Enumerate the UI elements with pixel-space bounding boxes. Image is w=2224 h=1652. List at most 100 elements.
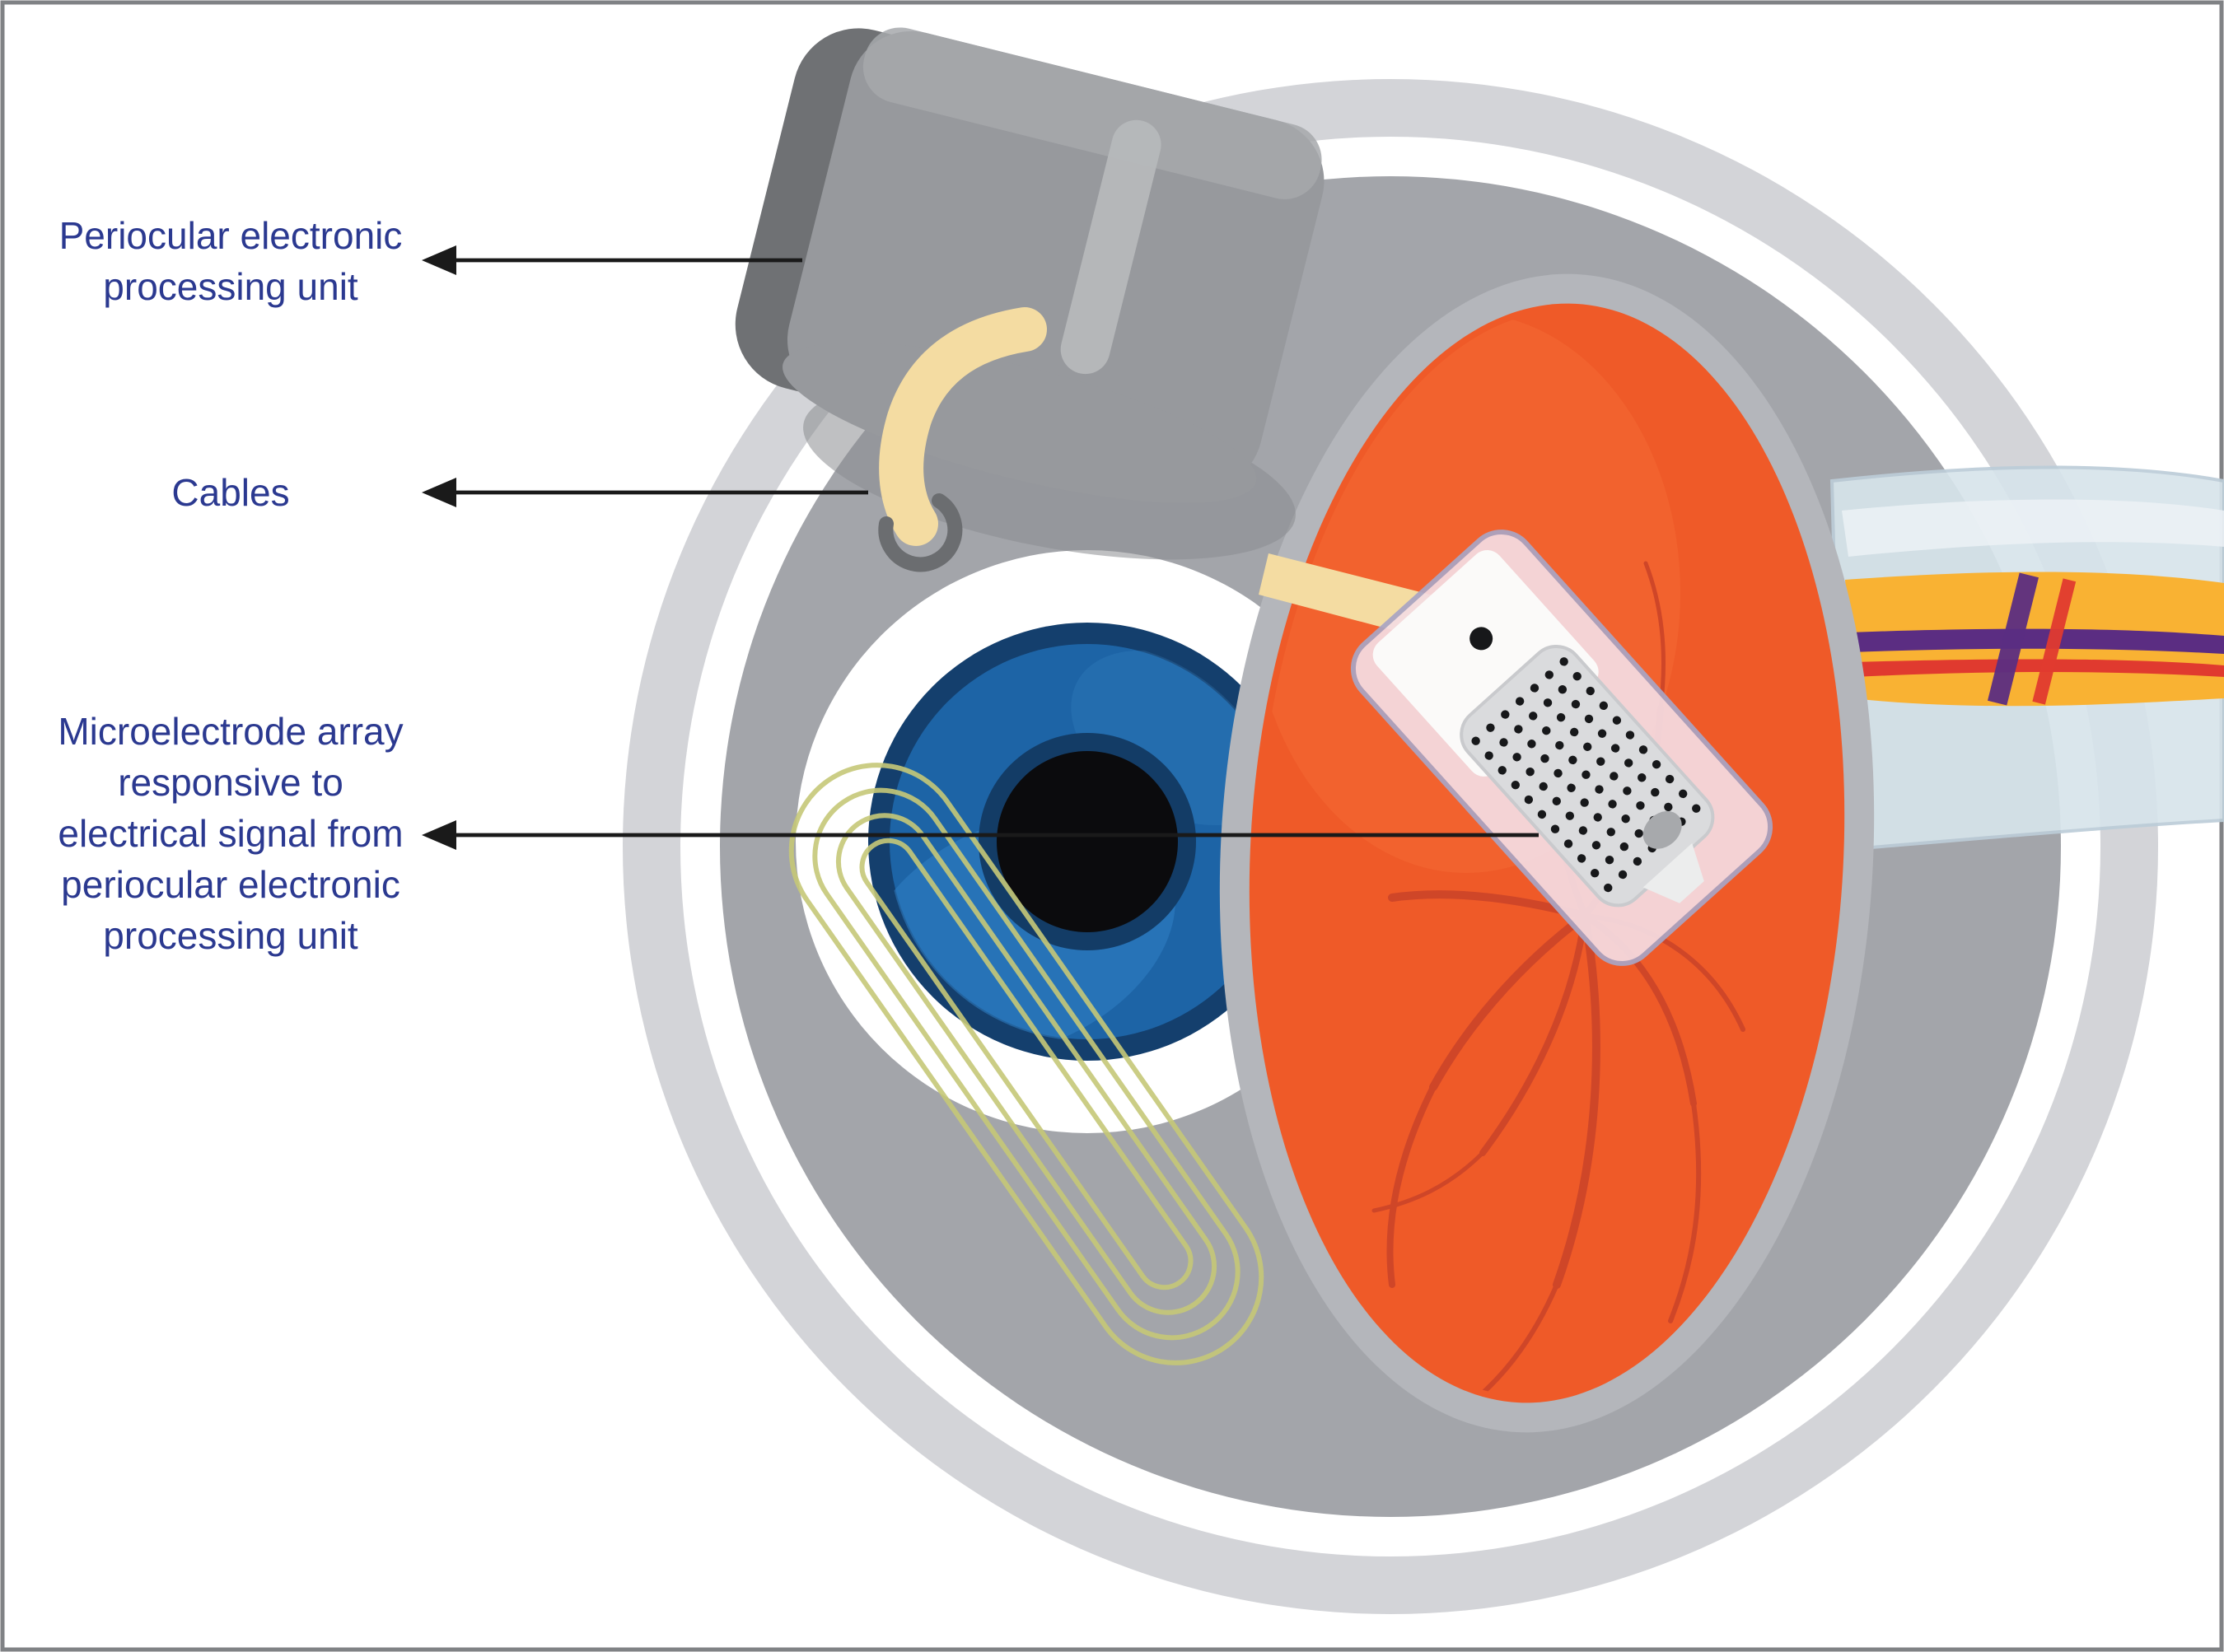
optic-nerve-artery-stripe xyxy=(1852,659,2224,677)
electrode-dot xyxy=(1530,684,1540,693)
annotation-arrows xyxy=(422,245,1539,850)
electrode-dot xyxy=(1652,759,1661,769)
electrode-dot xyxy=(1572,671,1582,681)
electrode-dot xyxy=(1486,723,1495,732)
electrode-dot xyxy=(1501,710,1510,719)
electrode-dot xyxy=(1544,670,1554,679)
electrode-dot xyxy=(1584,714,1594,724)
vessel-path xyxy=(1553,912,1600,1289)
electrode-dot xyxy=(1636,800,1645,810)
electrode-dot xyxy=(1525,767,1535,777)
electrode-dot xyxy=(1556,712,1566,722)
vessel-path xyxy=(1643,561,1666,711)
electrode-dot xyxy=(1597,729,1607,738)
electrode-dot xyxy=(1512,753,1521,762)
electrode-dot xyxy=(1638,745,1648,754)
vessel-path xyxy=(1429,912,1589,1091)
electrode-dot xyxy=(1577,854,1586,863)
array-tail xyxy=(1642,842,1704,903)
electrode-dot xyxy=(1550,824,1560,833)
electrode-dot xyxy=(1623,786,1632,796)
electrode-dot xyxy=(1567,783,1576,792)
optic-nerve-crossing-artery xyxy=(2032,578,2077,705)
vessel-path xyxy=(1668,1101,1702,1323)
label-line: Periocular electronic xyxy=(59,214,403,257)
electrode-dot xyxy=(1634,828,1643,838)
electrode-dot xyxy=(1542,726,1551,735)
coil-loop xyxy=(835,813,1217,1315)
electrode-dot xyxy=(1578,826,1588,835)
electrode-dot xyxy=(1595,785,1604,794)
vessel-path xyxy=(1479,912,1588,1156)
electrode-dot xyxy=(1618,870,1628,880)
label-line: periocular electronic xyxy=(61,863,400,906)
electrode-dot xyxy=(1692,804,1701,813)
electrode-dot xyxy=(1580,798,1589,807)
optic-nerve xyxy=(1829,465,2224,852)
optic-nerve-crossing-vein xyxy=(1988,572,2039,706)
electrode-dot xyxy=(1563,839,1573,848)
electrode-dot xyxy=(1471,736,1480,745)
arrow-head-icon xyxy=(422,478,456,507)
electrode-dot xyxy=(1555,740,1564,750)
optic-nerve-vein-stripe xyxy=(1848,628,2224,654)
label-line: processing unit xyxy=(103,265,358,308)
electrode-dot xyxy=(1497,766,1507,775)
arrow-cables xyxy=(422,478,868,507)
pupil xyxy=(997,751,1178,932)
retinal-tack xyxy=(1642,810,1682,849)
coil-loop xyxy=(788,763,1264,1365)
electrode-dot xyxy=(1619,842,1629,852)
electrode-dot xyxy=(1608,800,1617,809)
electrode-dot xyxy=(1559,657,1568,666)
electrode-dot xyxy=(1511,781,1521,790)
electrode-dot xyxy=(1484,751,1493,760)
electrode-dot xyxy=(1610,772,1619,781)
electrode-dot xyxy=(1638,773,1647,782)
electrode-dot xyxy=(1664,802,1673,812)
label-line: responsive to xyxy=(118,761,343,804)
cable xyxy=(879,307,1047,546)
electrode-dot xyxy=(1514,725,1523,734)
electrode-dot xyxy=(1540,754,1549,763)
electrode-dot xyxy=(1591,841,1601,850)
electrode-dot xyxy=(1583,742,1592,752)
sclerotomy-entry-ring xyxy=(878,493,963,572)
electrode-dot xyxy=(1582,770,1591,779)
electrode-dot xyxy=(1590,869,1600,878)
electrode-dot xyxy=(1543,698,1553,707)
electrode-dot xyxy=(1599,701,1609,711)
electrode-dot xyxy=(1558,685,1568,694)
arrow-microelectrode-array xyxy=(422,820,1539,850)
vessel-path xyxy=(1386,1084,1437,1288)
label-line: Microelectrode array xyxy=(58,710,403,753)
electrode-dot xyxy=(1569,727,1579,737)
optic-nerve-sheath-highlight xyxy=(1842,499,2224,557)
electrode-dot xyxy=(1605,855,1614,865)
label-line: electrical signal from xyxy=(58,812,403,855)
coil-loop xyxy=(812,787,1240,1341)
arrow-head-icon xyxy=(422,245,456,275)
electrode-dot xyxy=(1515,697,1525,706)
electrode-dot xyxy=(1606,828,1615,837)
electrode-dot xyxy=(1529,712,1538,721)
electrode-dot xyxy=(1665,774,1675,784)
electrode-dot xyxy=(1625,730,1635,740)
electrode-dot xyxy=(1678,789,1688,799)
electrode-dot xyxy=(1593,813,1602,822)
electrode-dot xyxy=(1571,699,1581,709)
electrode-dot xyxy=(1612,716,1622,725)
electrode-dot xyxy=(1565,811,1575,820)
label-microelectrode-array: Microelectrode array responsive to elect… xyxy=(58,710,403,957)
unit-top-face xyxy=(862,27,1322,199)
labels: Periocular electronic processing unit Ca… xyxy=(58,214,403,957)
electrode-dot xyxy=(1537,810,1547,819)
electrode-dot xyxy=(1610,744,1620,753)
electrode-dot xyxy=(1524,795,1534,805)
electrode-dot xyxy=(1624,758,1633,768)
electrode-dot xyxy=(1552,796,1561,806)
arrow-head-icon xyxy=(422,820,456,850)
electrode-dot xyxy=(1554,768,1563,778)
